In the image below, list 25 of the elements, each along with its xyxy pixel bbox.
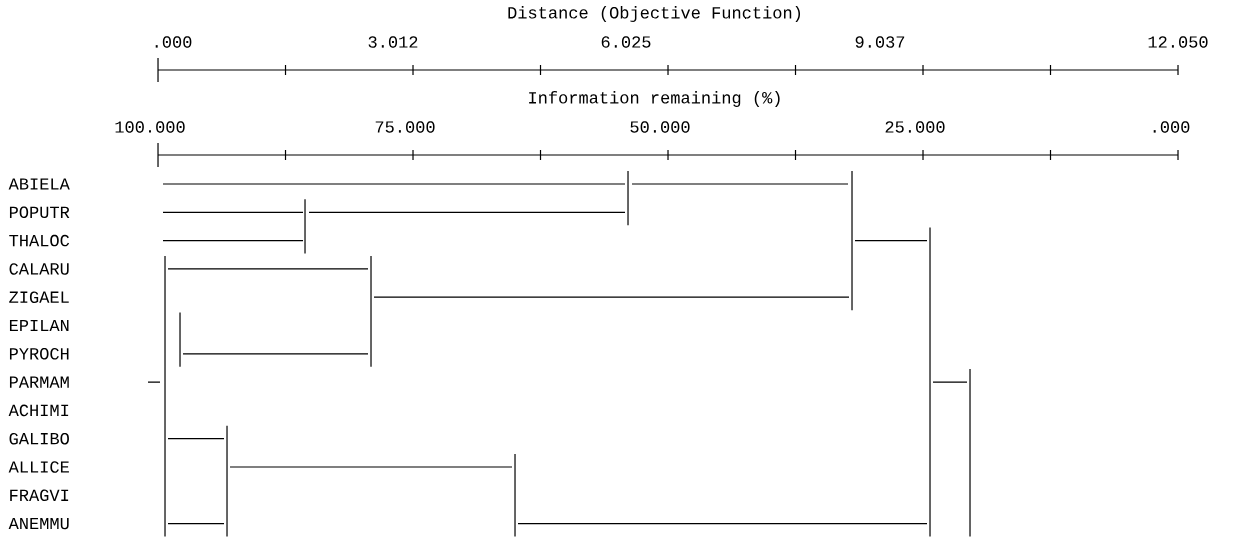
- axis-title: Distance (Objective Function): [508, 6, 800, 22]
- species-label: EPILAN: [9, 319, 69, 332]
- species-label: PARMAM: [9, 376, 69, 388]
- species-label: ZIGAEL: [9, 291, 69, 303]
- species-label: ANEMMU: [8, 517, 69, 530]
- species-label: ACHIMI: [8, 404, 69, 417]
- tick-label: 9.037: [855, 36, 905, 48]
- tick-label: 6.025: [601, 36, 651, 48]
- species-label: PYROCH: [9, 348, 69, 360]
- species-label: FRAGVI: [10, 489, 69, 502]
- species-label: ABIELA: [8, 178, 70, 190]
- tick-label: 3.012: [368, 36, 418, 48]
- tick-label: 50.000: [630, 121, 690, 133]
- species-label: THALOC: [9, 234, 70, 247]
- species-label: POPUTR: [9, 206, 70, 219]
- tick-label: .000: [1153, 121, 1190, 133]
- species-label: GALIBO: [9, 432, 69, 445]
- species-label: CALARU: [9, 263, 69, 275]
- tick-label: 12.050: [1148, 36, 1208, 48]
- tick-label: 75.000: [375, 121, 435, 133]
- axis-title: Information remaining (%): [529, 91, 780, 107]
- tick-label: .000: [155, 36, 192, 48]
- tick-label: 25.000: [885, 121, 945, 133]
- tick-label: 100.000: [115, 121, 185, 133]
- species-label: ALLICE: [8, 461, 69, 473]
